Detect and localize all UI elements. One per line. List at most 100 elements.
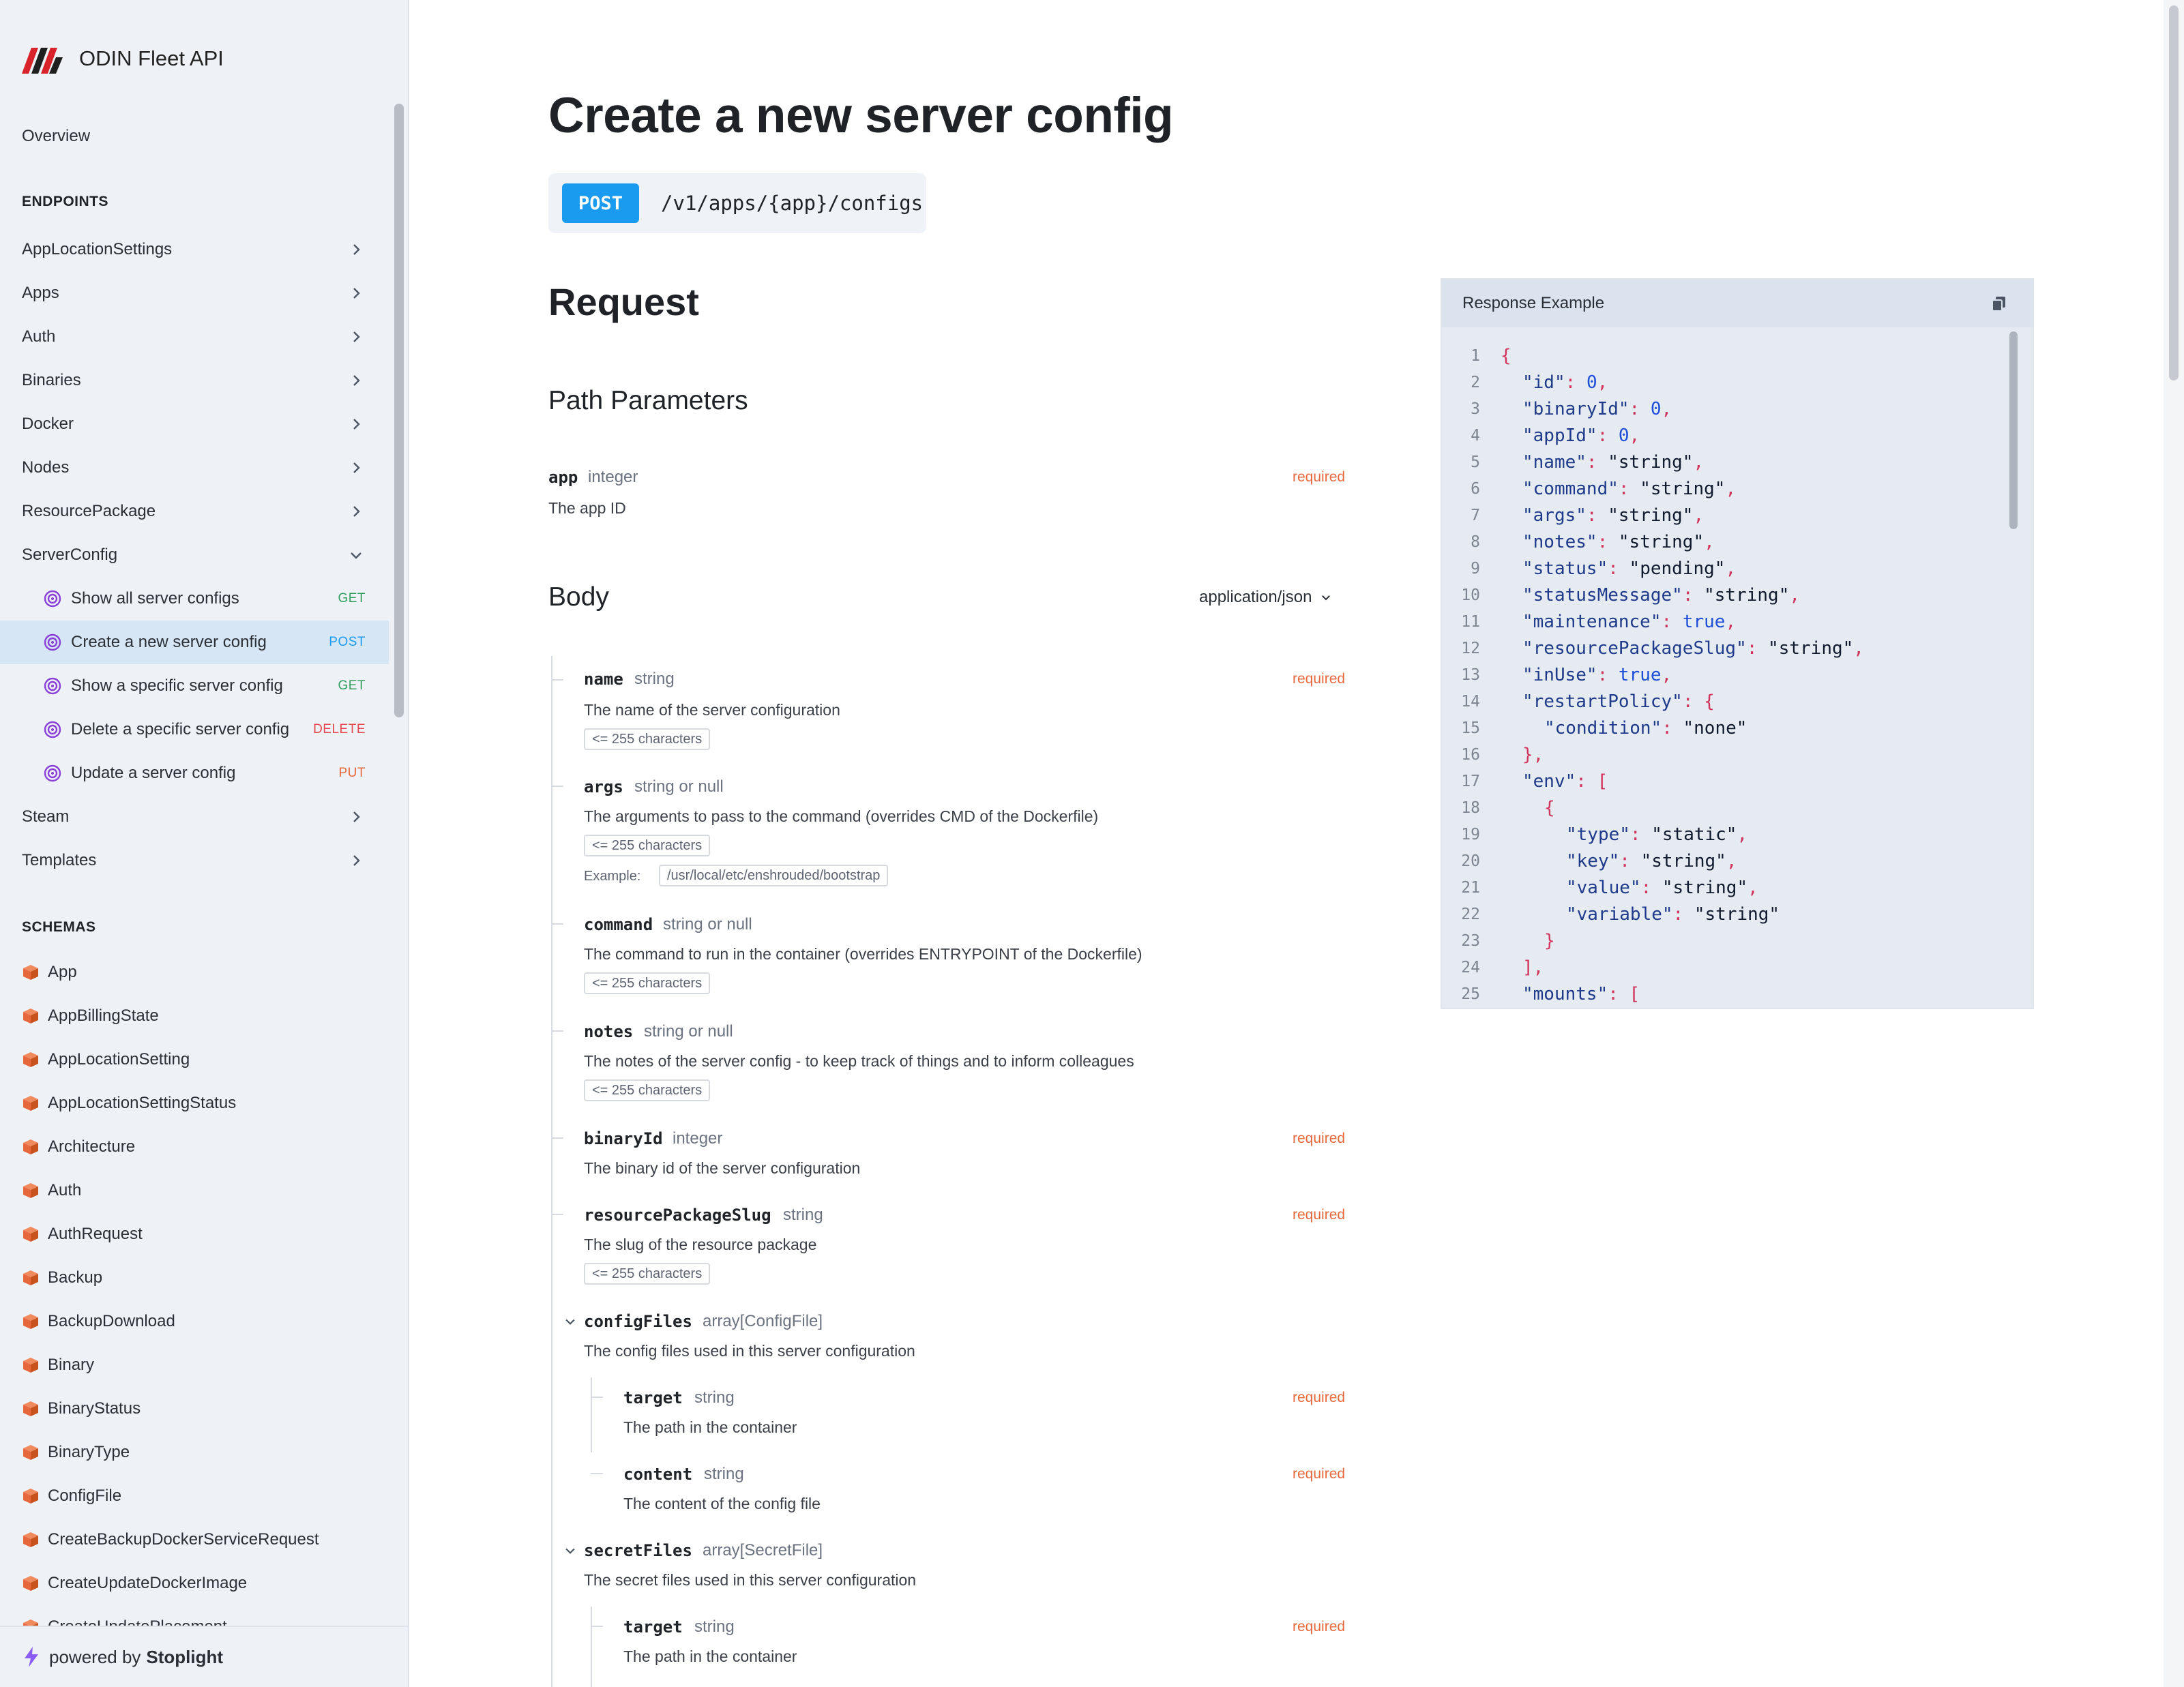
field-type: string: [783, 1206, 823, 1224]
sidebar-item-label: Apps: [22, 284, 59, 302]
content-type-select[interactable]: application/json: [1199, 588, 1332, 607]
sidebar-schema-item[interactable]: CreateBackupDockerServiceRequest: [0, 1518, 389, 1562]
code-token: "notes": [1522, 531, 1597, 552]
code-token: : [: [1576, 771, 1608, 792]
code-line: 13"inUse": true,: [1442, 661, 1672, 688]
field-name: content: [623, 1465, 693, 1484]
sidebar-item-apps[interactable]: Apps: [0, 271, 389, 315]
powered-by-stoplight[interactable]: powered by Stoplight: [0, 1626, 408, 1687]
code-text: "type": "static",: [1501, 824, 1747, 845]
cube-icon: [23, 1139, 38, 1154]
odin-logo-icon: [22, 48, 63, 74]
sidebar-schema-item[interactable]: ConfigFile: [0, 1474, 389, 1518]
sidebar-item-binaries[interactable]: Binaries: [0, 359, 389, 402]
code-token: ,: [1661, 664, 1672, 685]
sidebar-op-create-server-config[interactable]: Create a new server config POST: [0, 621, 389, 664]
sidebar-item-label: ServerConfig: [22, 546, 118, 564]
param-name: app: [548, 468, 578, 487]
sidebar-item-label: AppLocationSettings: [22, 240, 173, 258]
field-type: array[ConfigFile]: [703, 1312, 823, 1330]
field-name[interactable]: secretFiles: [584, 1541, 692, 1560]
tree-guide-line: [591, 1377, 592, 1452]
tree-guide-tick: [551, 679, 563, 681]
code-token: "env": [1522, 771, 1576, 792]
chevron-right-icon: [353, 419, 360, 430]
field-name: resourcePackageSlug: [584, 1206, 771, 1225]
cube-icon: [23, 1314, 38, 1329]
code-text: "id": 0,: [1501, 372, 1608, 393]
sidebar-schema-item[interactable]: AppBillingState: [0, 994, 389, 1038]
required-label: required: [1293, 1619, 1346, 1634]
code-token: "mounts": [1522, 983, 1608, 1004]
response-example-panel: Response Example 1{2"id": 0,3"binaryId":…: [1441, 278, 2034, 1009]
code-token: ,: [1725, 558, 1737, 579]
chevron-down-icon[interactable]: [563, 1544, 577, 1557]
code-text: "command": "string",: [1501, 479, 1736, 499]
required-label: required: [1293, 1466, 1346, 1482]
code-text: }: [1501, 931, 1555, 951]
sidebar-op-show-all-server-configs[interactable]: Show all server configs GET: [0, 577, 389, 621]
field-type: string: [694, 1388, 735, 1407]
copy-icon[interactable]: [1990, 295, 2008, 312]
sidebar-op-update-server-config[interactable]: Update a server config PUT: [0, 751, 389, 795]
sidebar-op-show-specific-server-config[interactable]: Show a specific server config GET: [0, 664, 389, 708]
sidebar-schema-item[interactable]: Architecture: [0, 1125, 389, 1169]
method-badge: POST: [329, 635, 366, 649]
sidebar-scrollbar-thumb[interactable]: [394, 104, 404, 717]
line-number: 1: [1471, 346, 1480, 365]
code-line: 23}: [1442, 927, 1555, 954]
sidebar-op-label: Delete a specific server config: [71, 720, 290, 738]
code-token: "string": [1608, 451, 1694, 473]
sidebar-item-auth[interactable]: Auth: [0, 315, 389, 359]
sidebar-schema-item[interactable]: App: [0, 951, 389, 994]
field-name[interactable]: configFiles: [584, 1312, 692, 1331]
code-line: 15"condition": "none": [1442, 715, 1747, 741]
sidebar-schema-item[interactable]: AuthRequest: [0, 1212, 389, 1256]
sidebar-item-label: Steam: [22, 807, 70, 826]
code-text: "appId": 0,: [1501, 426, 1640, 446]
code-token: ,: [1661, 398, 1672, 419]
endpoint-box: POST /v1/apps/{app}/configs: [548, 173, 926, 233]
sidebar-schema-label: Binary: [48, 1356, 95, 1374]
field-name: target: [623, 1388, 683, 1407]
sidebar-item-templates[interactable]: Templates: [0, 839, 389, 882]
code-token: : {: [1682, 691, 1715, 712]
sidebar-schema-label: BinaryStatus: [48, 1399, 141, 1418]
code-line: 2"id": 0,: [1442, 369, 1608, 395]
code-token: "command": [1522, 478, 1619, 499]
line-number: 8: [1471, 533, 1480, 551]
chevron-down-icon[interactable]: [563, 1315, 577, 1328]
sidebar-item-docker[interactable]: Docker: [0, 402, 389, 446]
sidebar-schema-item[interactable]: BackupDownload: [0, 1300, 389, 1343]
code-text: "resourcePackageSlug": "string",: [1501, 638, 1864, 659]
sidebar-schema-item[interactable]: AppLocationSettingStatus: [0, 1081, 389, 1125]
cube-icon: [23, 1489, 38, 1504]
sidebar-schema-item[interactable]: Auth: [0, 1169, 389, 1212]
code-scrollbar-thumb[interactable]: [2009, 331, 2018, 529]
line-number: 16: [1461, 745, 1480, 764]
sidebar-schema-item[interactable]: CreateUpdateDockerImage: [0, 1562, 389, 1605]
cube-icon: [23, 1401, 38, 1416]
page-scrollbar[interactable]: [2164, 0, 2184, 1687]
page-scrollbar-thumb[interactable]: [2169, 5, 2179, 380]
sidebar-item-nodes[interactable]: Nodes: [0, 446, 389, 490]
sidebar-schema-item[interactable]: BinaryStatus: [0, 1387, 389, 1431]
tree-guide-line: [551, 656, 552, 1687]
operation-target-icon: [44, 590, 61, 608]
chevron-down-icon: [351, 552, 361, 559]
sidebar-item-serverconfig[interactable]: ServerConfig: [0, 533, 389, 577]
code-text: "binaryId": 0,: [1501, 399, 1672, 419]
field-type: string: [704, 1465, 744, 1483]
chevron-down-icon: [1322, 595, 1331, 601]
sidebar-item-steam[interactable]: Steam: [0, 795, 389, 839]
code-token: "appId": [1522, 425, 1597, 446]
brand[interactable]: ODIN Fleet API: [22, 42, 224, 75]
sidebar-item-overview[interactable]: Overview: [22, 127, 91, 145]
sidebar-schema-item[interactable]: BinaryType: [0, 1431, 389, 1474]
sidebar-item-resourcepackage[interactable]: ResourcePackage: [0, 490, 389, 533]
sidebar-schema-item[interactable]: AppLocationSetting: [0, 1038, 389, 1081]
sidebar-schema-item[interactable]: Backup: [0, 1256, 389, 1300]
sidebar-item-applocationsettings[interactable]: AppLocationSettings: [0, 228, 389, 271]
sidebar-schema-item[interactable]: Binary: [0, 1343, 389, 1387]
sidebar-op-delete-server-config[interactable]: Delete a specific server config DELETE: [0, 708, 389, 751]
